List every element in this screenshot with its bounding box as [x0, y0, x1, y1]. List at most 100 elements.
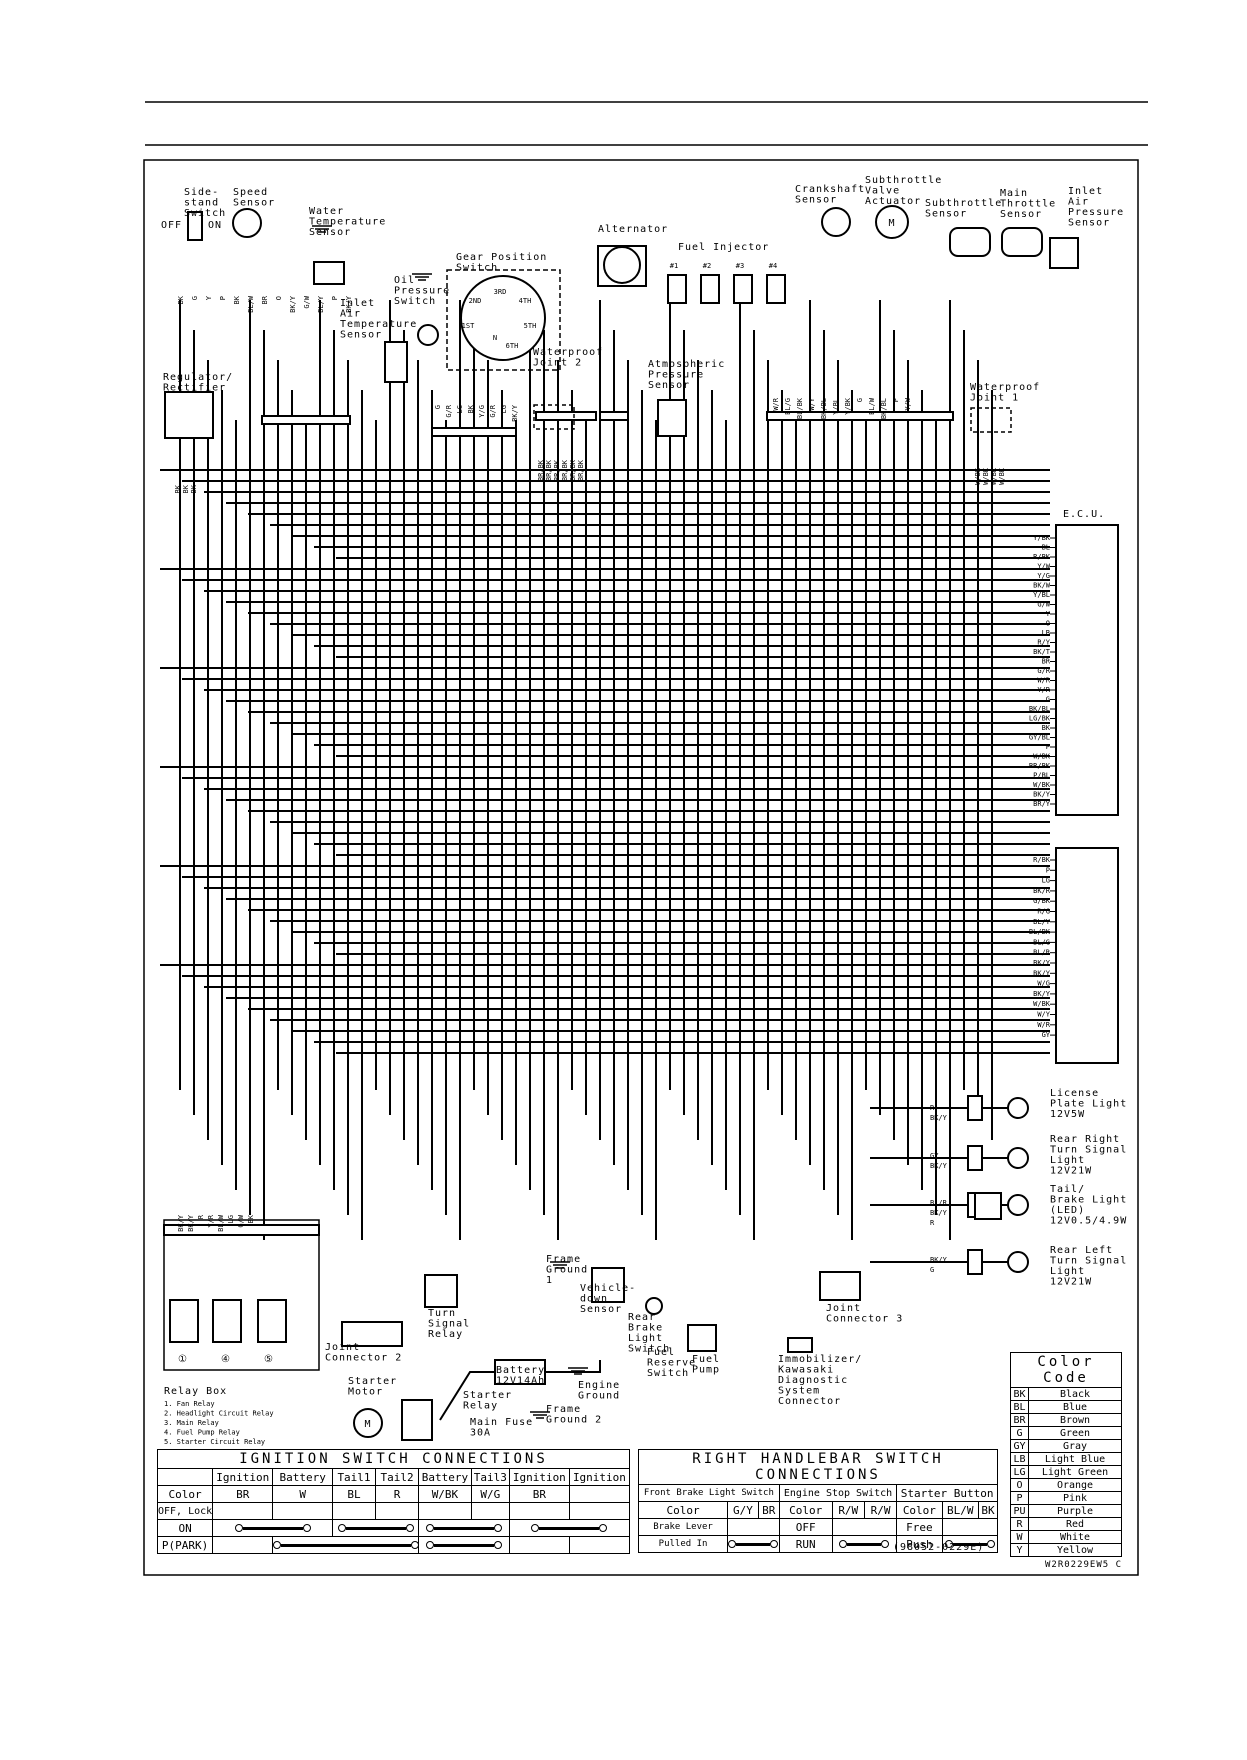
table-cell: Ignition	[568, 1468, 631, 1486]
ecu-pin-label: BR/BK	[1029, 762, 1051, 770]
injector-label: #2	[703, 262, 711, 270]
color-code-title: Color Code	[1010, 1352, 1122, 1387]
table-cell: Front Brake Light Switch	[638, 1484, 780, 1502]
ecu-pin-label: G/R	[1037, 667, 1050, 675]
rear-lamp	[1007, 1147, 1029, 1169]
gear-position-label: 1ST	[462, 322, 475, 330]
ecu-pin-label: Y/R	[1037, 686, 1050, 694]
wire-code-label: Y/BL	[832, 398, 840, 415]
handlebar-table-title: RIGHT HANDLEBAR SWITCH CONNECTIONS	[638, 1449, 998, 1484]
wire-code-label: G/R	[489, 404, 497, 417]
handlebar-row-1: Brake Lever OFF Free	[637, 1518, 999, 1536]
table-cell: Color	[896, 1501, 943, 1519]
table-cell: OFF	[778, 1518, 833, 1536]
color-name: Red	[1028, 1517, 1122, 1531]
relay	[169, 1299, 199, 1343]
relay-box-item: 1. Fan Relay	[164, 1400, 215, 1408]
relay-slot-number: ①	[178, 1354, 188, 1365]
wire-code-label: BK	[177, 295, 185, 304]
ecu-pin-label: LG/BK	[1029, 715, 1051, 723]
connection-bar	[418, 1519, 510, 1537]
ecu-pin-label: W/R	[1037, 1021, 1050, 1029]
table-cell: Tail2	[375, 1468, 420, 1486]
ecu-pin-label: R/BK	[1033, 553, 1051, 561]
table-cell: BR	[212, 1485, 274, 1503]
ecu-pin-label: W/R	[1037, 677, 1050, 685]
relay-box-connector	[163, 1224, 320, 1236]
wire-code-label: P	[892, 398, 900, 402]
wire-code-label: G	[930, 1266, 934, 1274]
color-name: Blue	[1028, 1400, 1122, 1414]
relay-box-item: 3. Main Relay	[164, 1419, 219, 1427]
gear-position-label: 2ND	[469, 297, 482, 305]
wire-code-label: BL/W	[217, 1214, 225, 1232]
ecu-pin-label: GY/BL	[1029, 734, 1050, 742]
subthrottle-sensor	[949, 227, 991, 257]
waterproof-joint-1	[970, 407, 1012, 433]
table-cell: Ignition	[212, 1468, 274, 1486]
table-cell: W/G	[470, 1485, 510, 1503]
wire-code-label: Y/BK	[844, 397, 852, 415]
ecu-pin-label: BK/R	[1033, 887, 1051, 895]
wire-code-label: Y/W	[904, 397, 912, 410]
wire-code-label: BR	[261, 295, 269, 304]
wire-code-label: BK/Y	[930, 1256, 948, 1264]
wire-code-label: W/BK	[982, 467, 990, 485]
injector-label: #3	[736, 262, 744, 270]
wire-code-label: Y/G	[478, 405, 486, 418]
ecu-pin-label: R/Y	[1037, 639, 1050, 647]
ecu-pin-label: P	[1046, 743, 1050, 751]
handlebar-switch-table: RIGHT HANDLEBAR SWITCH CONNECTIONS Front…	[637, 1449, 999, 1553]
ignition-color-row: Color BR W BL R W/BK W/G BR	[156, 1485, 631, 1503]
ecu-pin-label: LG	[1042, 877, 1050, 885]
color-name: Light Blue	[1028, 1452, 1122, 1466]
wire-code-label: BR/BK	[545, 459, 553, 481]
ecu-pin-label: BL/G	[1033, 938, 1050, 946]
relay	[257, 1299, 287, 1343]
motor-symbol: M	[364, 1419, 371, 1430]
table-cell: R	[375, 1485, 420, 1503]
color-abbr: G	[1009, 1426, 1030, 1440]
ecu-pin-label: BR/Y	[1033, 800, 1051, 808]
wire-code-label: W/BK	[998, 467, 1006, 485]
rear-lamp	[1007, 1251, 1029, 1273]
color-abbr: P	[1009, 1491, 1030, 1505]
table-cell: Brake Lever	[637, 1518, 729, 1536]
rear-brake-light-switch	[645, 1297, 663, 1315]
wire-code-label: W/BK	[990, 467, 998, 485]
relay-box-item: 2. Headlight Circuit Relay	[164, 1410, 274, 1418]
ecu-pin-label: R/G	[1037, 908, 1050, 916]
handlebar-row-2: Pulled In RUN Push	[637, 1535, 999, 1553]
wire-code-label: W/Y	[808, 397, 816, 410]
table-cell	[568, 1485, 631, 1503]
alternator	[603, 246, 641, 284]
speed-sensor	[232, 208, 262, 238]
color-name: Yellow	[1028, 1543, 1122, 1557]
table-cell: Starter Button	[896, 1484, 998, 1502]
injector-label: #1	[670, 262, 678, 270]
lamp-connector	[967, 1095, 983, 1121]
oil-pressure-switch	[417, 324, 439, 346]
wire-harness	[160, 300, 1050, 1421]
color-name: Light Green	[1028, 1465, 1122, 1479]
ecu-pin-label: P/BL	[1033, 772, 1050, 780]
ground-cable	[545, 1360, 601, 1373]
